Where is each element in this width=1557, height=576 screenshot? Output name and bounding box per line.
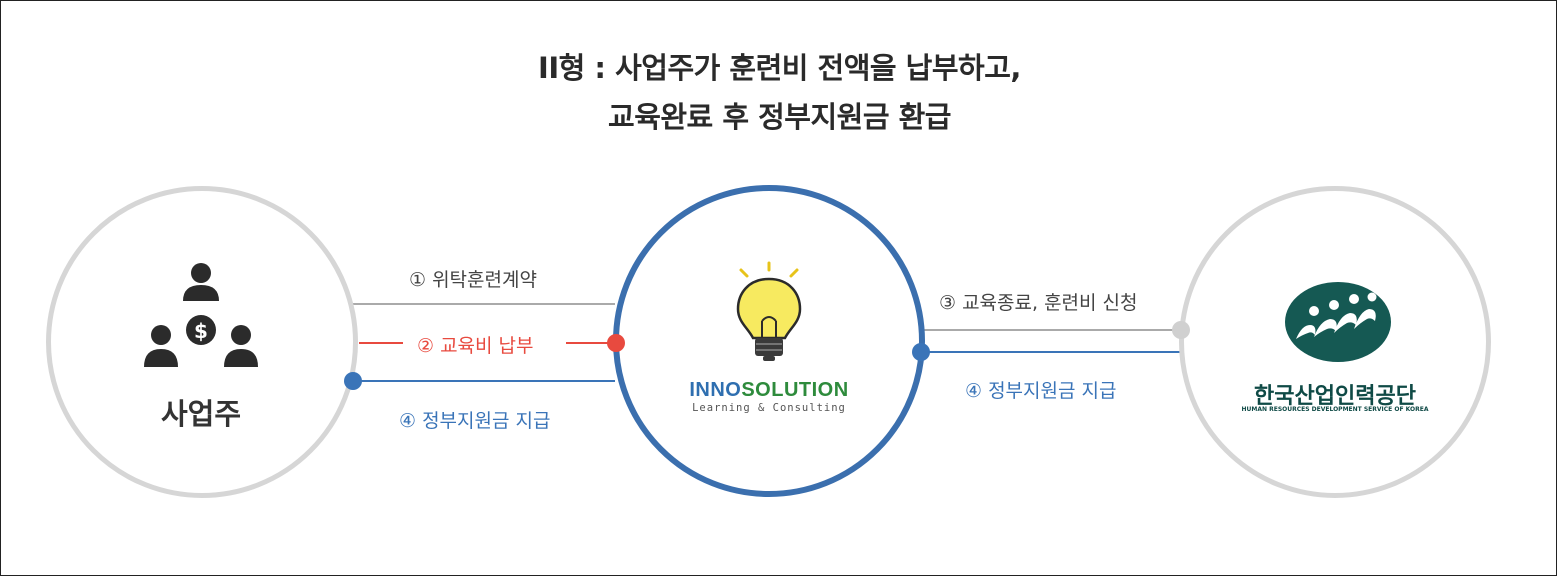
step4-right-label: ④ 정부지원금 지급 (965, 380, 1117, 402)
svg-text:$: $ (194, 319, 208, 343)
payment-line-left (359, 342, 403, 344)
step3-label: ③ 교육종료, 훈련비 신청 (939, 292, 1138, 314)
payment-line-right (566, 342, 613, 344)
payment-dot (607, 334, 625, 352)
application-dot (1172, 321, 1190, 339)
people-money-icon: $ (144, 263, 258, 367)
step2-label: ② 교육비 납부 (417, 335, 534, 357)
step4-left-label: ④ 정부지원금 지급 (399, 410, 551, 432)
hrd-korea-name: 한국산업인력공단 (1254, 384, 1416, 409)
step1-label: ① 위탁훈련계약 (409, 269, 537, 291)
application-line (923, 329, 1179, 331)
brand-suffix: SOLUTION (741, 379, 849, 401)
lightbulb-icon (736, 261, 802, 361)
brand-name: INNOSOLUTION (669, 379, 869, 402)
employer-name: 사업주 (160, 397, 242, 431)
diagram-title-line1: II형 : 사업주가 훈련비 전액을 납부하고, (538, 51, 1021, 85)
subsidy-line-right (929, 351, 1181, 353)
diagram-title-line2: 교육완료 후 정부지원금 환급 (608, 100, 951, 134)
brand-prefix: INNO (689, 379, 742, 401)
hrd-korea-logo (1285, 282, 1391, 362)
contract-line (353, 303, 615, 305)
hrd-korea-english: HUMAN RESOURCES DEVELOPMENT SERVICE OF K… (1241, 406, 1429, 413)
subsidy-line-left (361, 380, 615, 382)
subsidy-dot-right (912, 343, 930, 361)
subsidy-dot-left (344, 372, 362, 390)
brand-tagline: Learning & Consulting (692, 402, 846, 414)
